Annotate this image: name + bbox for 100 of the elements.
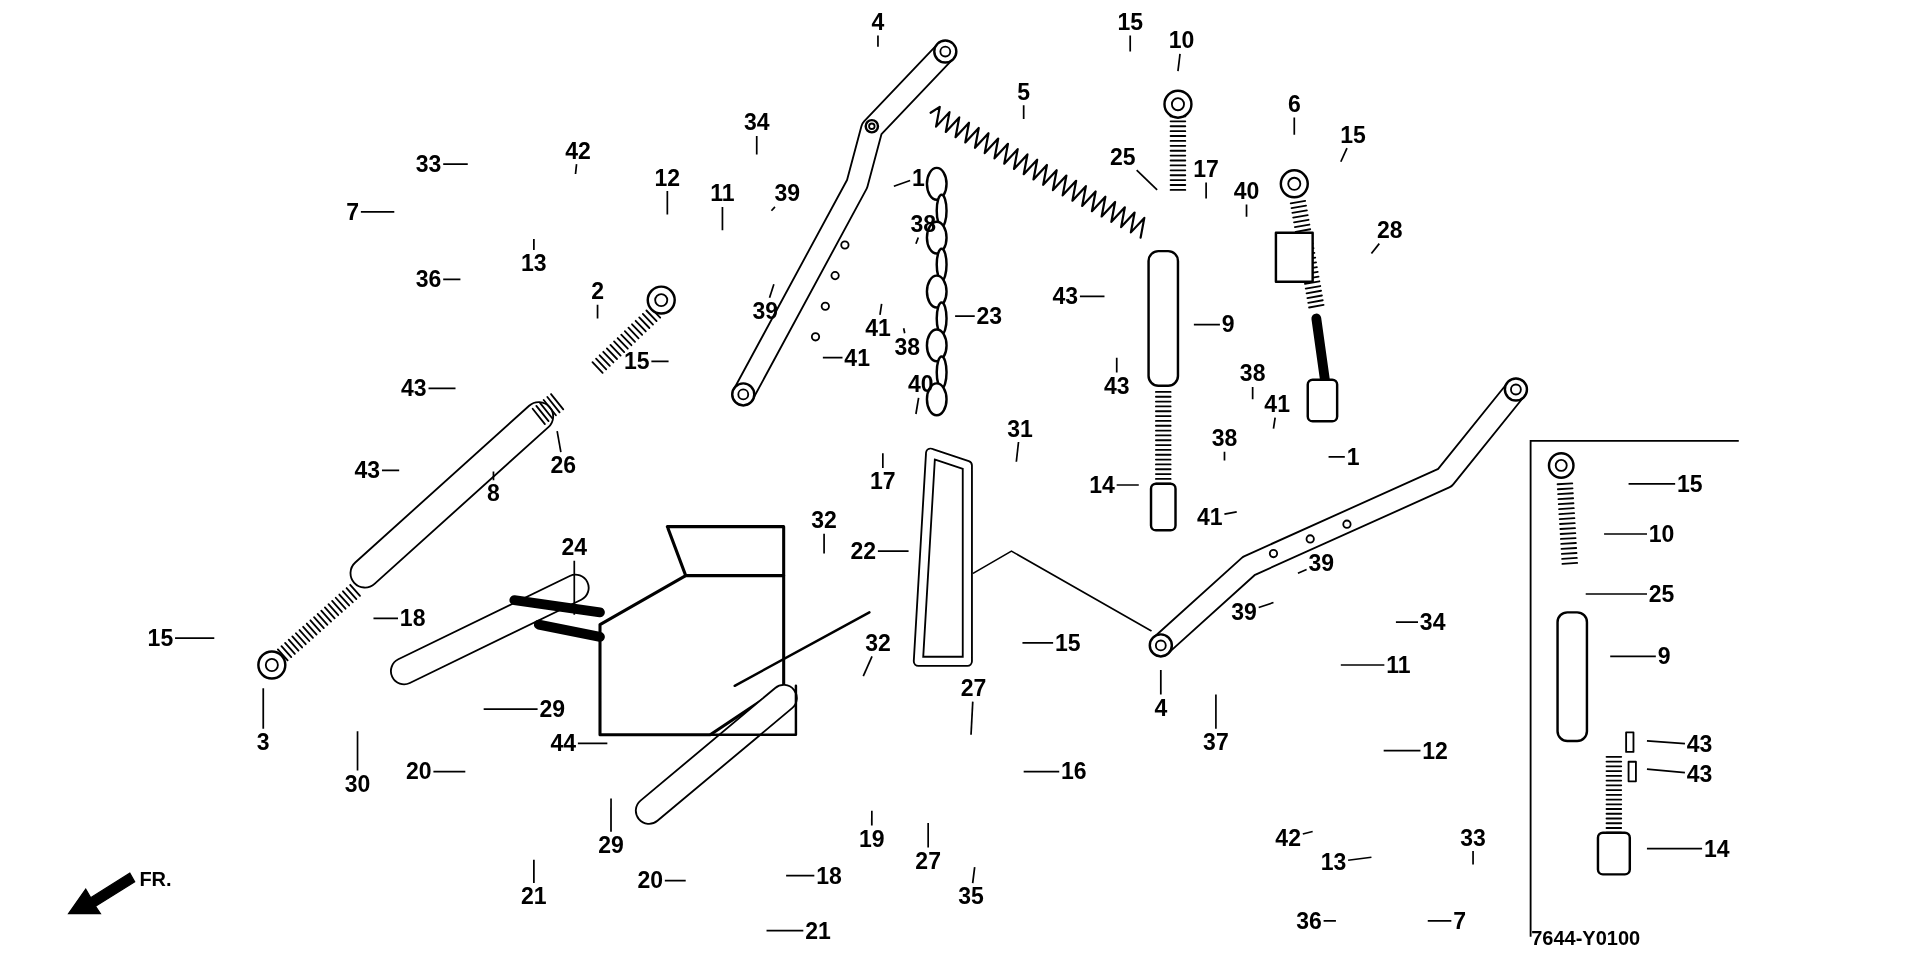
leader-line (902, 327, 906, 335)
callout-number: 9 (1657, 644, 1671, 668)
callout-number: 41 (1197, 505, 1223, 529)
callout-number: 6 (1287, 92, 1301, 116)
leader-line (574, 163, 578, 175)
callout-number: 43 (1103, 374, 1130, 398)
callout-number: 33 (1460, 826, 1486, 850)
leader-line (482, 708, 539, 710)
leader-line (1159, 669, 1162, 696)
callout-number: 1 (1346, 445, 1360, 469)
callout-number: 1 (911, 166, 925, 190)
leader-line (1327, 456, 1346, 458)
callout-number: 10 (1648, 522, 1675, 546)
callout-number: 12 (1422, 739, 1448, 763)
callout-number: 43 (1686, 762, 1713, 786)
callout-number: 21 (805, 919, 831, 943)
leader-line (822, 356, 844, 359)
leader-line (1193, 323, 1221, 326)
leader-line (1272, 416, 1276, 430)
leader-line (1135, 169, 1158, 191)
callout-number: 2 (591, 279, 604, 303)
callout-number: 29 (539, 697, 566, 721)
leader-line (768, 283, 775, 299)
leader-line (427, 387, 457, 390)
leader-line (721, 206, 724, 232)
callout-number: 20 (637, 868, 663, 892)
leader-line (954, 315, 976, 317)
leader-line (1646, 768, 1686, 774)
leader-line (664, 879, 687, 882)
callout-number: 4 (1154, 696, 1168, 720)
leader-line (596, 304, 599, 320)
callout-number: 18 (399, 606, 426, 630)
callout-number: 8 (487, 481, 500, 505)
callout-number: 38 (1239, 361, 1266, 385)
leader-line (1215, 693, 1217, 730)
leader-line (877, 550, 910, 552)
callout-number: 7 (346, 200, 360, 224)
callout-number: 38 (910, 212, 937, 236)
leader-line (870, 809, 873, 827)
leader-line (1115, 484, 1140, 486)
direction-label: FR. (139, 869, 172, 890)
callout-number: 24 (561, 535, 588, 559)
leader-line (577, 742, 609, 745)
callout-number: 32 (811, 508, 837, 532)
leader-line (1322, 920, 1337, 922)
callout-number: 43 (1052, 284, 1079, 308)
callout-number: 13 (1320, 850, 1347, 874)
leader-line (533, 238, 535, 251)
callout-number: 28 (1377, 218, 1403, 242)
callout-number: 43 (1686, 733, 1713, 756)
callout-number: 15 (1340, 123, 1366, 147)
leader-line (492, 470, 495, 482)
leader-line (356, 730, 359, 772)
callout-number: 15 (1054, 631, 1081, 655)
callout-number: 27 (915, 849, 941, 873)
callout-number: 15 (623, 349, 650, 373)
leader-line (1339, 664, 1386, 666)
leader-line (533, 858, 535, 884)
leader-line (785, 874, 816, 877)
leader-line (1370, 242, 1381, 255)
callout-number: 36 (1296, 909, 1322, 933)
leader-line (1021, 642, 1054, 644)
callout-number: 14 (1703, 837, 1730, 861)
callout-number: 36 (415, 267, 442, 291)
leader-line (1223, 511, 1238, 516)
leader-line (1395, 621, 1419, 623)
callout-number: 4 (871, 10, 885, 34)
callout-number: 43 (401, 376, 427, 400)
callout-number: 41 (865, 316, 891, 340)
callout-number: 25 (1110, 145, 1136, 169)
callout-number: 34 (743, 110, 770, 134)
leader-line (556, 430, 562, 453)
callout-number: 17 (1193, 157, 1219, 181)
callout-number: 38 (1211, 426, 1238, 450)
callout-number: 32 (865, 631, 891, 655)
callout-number: 31 (1007, 417, 1033, 441)
callout-number: 29 (598, 833, 624, 857)
leader-line (1472, 850, 1474, 866)
leader-line (1223, 450, 1226, 462)
leader-line (1426, 920, 1453, 922)
leader-line (1382, 749, 1422, 752)
callout-number: 42 (565, 139, 591, 163)
callout-number: 9 (1221, 313, 1235, 336)
leader-line (262, 687, 265, 730)
leader-line (765, 929, 805, 932)
drawing-code: 7644-Y0100 (1531, 927, 1641, 948)
leader-line (1205, 181, 1207, 200)
callout-number: 30 (344, 772, 371, 796)
callout-number: 20 (405, 759, 432, 783)
leader-line (1301, 830, 1314, 835)
callout-number: 15 (1117, 10, 1143, 34)
leader-line (666, 190, 669, 216)
leader-line (1293, 116, 1296, 136)
leader-line (970, 700, 974, 736)
callout-number: 15 (1677, 472, 1703, 496)
leader-line (1015, 441, 1020, 463)
leader-line (877, 34, 879, 48)
callout-number: 10 (1168, 28, 1195, 52)
callout-number: 14 (1089, 473, 1115, 497)
leader-line (1177, 53, 1181, 72)
